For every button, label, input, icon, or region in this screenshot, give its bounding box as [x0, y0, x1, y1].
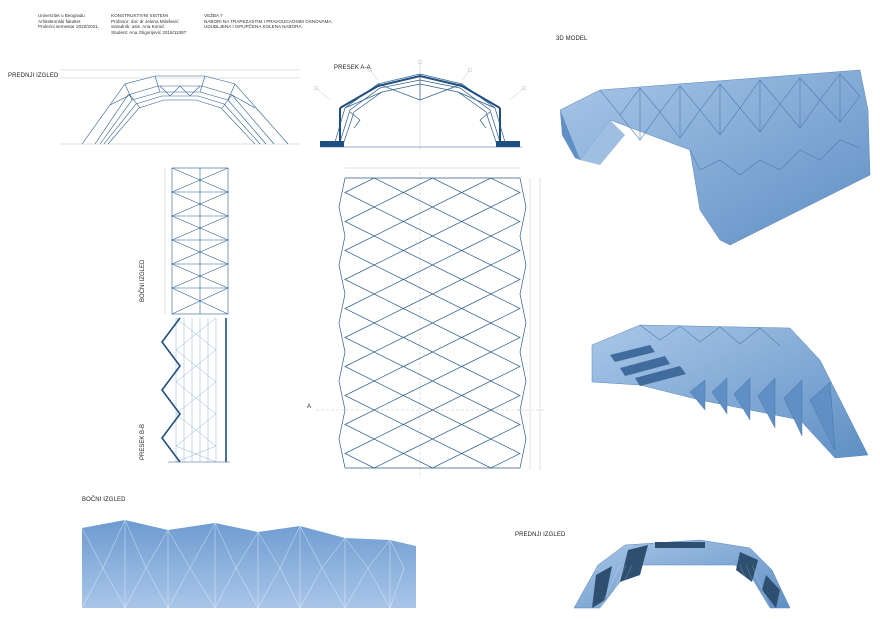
exercise-line: VEŽBA 7	[204, 13, 223, 18]
section-aa-drawing	[313, 59, 527, 150]
exercise-line: NABORI NA TRAPEZASTIM I PRAVOUGAONIM OSN…	[204, 18, 333, 24]
course-line: KONSTRUKTIVNI SISTEMI	[111, 13, 168, 18]
front-view-bottom-label: PREDNJI IZGLED	[515, 532, 566, 538]
exercise-block: VEŽBA 7 NABORI NA TRAPEZASTIM I PRAVOUGA…	[204, 13, 333, 30]
course-line: Saradnik: asis. Ana Komić	[111, 24, 165, 30]
side-view-vertical-drawing	[164, 167, 229, 315]
course-block: KONSTRUKTIVNI SISTEMI Profesor: doc dr J…	[111, 13, 186, 36]
section-bb-label: PRESEK B-B	[140, 423, 146, 460]
model-3d-middle	[591, 324, 869, 459]
front-view-top-label: PREDNJI IZGLED	[8, 73, 59, 79]
plan-grid-lines	[338, 177, 527, 469]
section-aa-label: PRESEK A-A	[334, 65, 371, 71]
front-view-bottom-drawing	[573, 539, 791, 609]
course-line: Student: Ana Gligorijević 2018/11087	[111, 30, 187, 36]
side-view-bottom-drawing	[81, 519, 416, 609]
axis-a-marker: A	[307, 404, 312, 410]
course-line: Profesor: doc dr Jelena Milošević	[111, 18, 179, 24]
institution-line: Prolećni semestar 2020/2021.	[38, 24, 100, 30]
institution-block: Univerzitet u Beogradu Arhitektonski fak…	[38, 13, 99, 30]
exercise-line: UDUBLJENA I ISPUPČENA KOLENA NABORA	[204, 24, 302, 30]
model-3d-top	[559, 69, 871, 246]
side-view-vertical-label: BOČNI IZGLED	[140, 259, 146, 302]
institution-line: Arhitektonski fakultet	[38, 18, 81, 24]
institution-line: Univerzitet u Beogradu	[38, 13, 85, 18]
model-3d-label: 3D MODEL	[556, 36, 588, 42]
section-bb-drawing	[161, 317, 230, 463]
plan-grid	[338, 177, 527, 469]
plan-drawing	[316, 167, 546, 478]
side-view-bottom-label: BOČNI IZGLED	[82, 497, 126, 503]
front-view-top-drawing	[60, 69, 300, 145]
